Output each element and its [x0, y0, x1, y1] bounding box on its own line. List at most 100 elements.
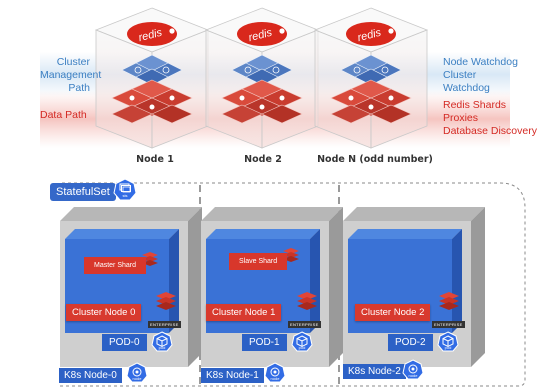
redis-stack-icon [156, 302, 176, 310]
redis-logo [237, 22, 287, 46]
watchdog-label: Watchdog [443, 82, 490, 94]
redis-stack-icon [297, 297, 317, 305]
statefulset-icon-sub: sts [122, 193, 128, 198]
cluster-node-1-label: Cluster Node 1 [206, 304, 282, 321]
redis-services-labels: Redis Shards Proxies Database Discovery [443, 99, 537, 138]
shard-dot-icon [259, 104, 265, 110]
node-box-side [471, 207, 485, 367]
pod-icon-sub-0: pod [158, 345, 166, 350]
node-box-top [60, 207, 202, 221]
k8s-node-box [60, 207, 202, 367]
shard-tile [370, 104, 412, 124]
redis-stack-icon [439, 302, 459, 310]
shard-dot-icon [129, 95, 135, 101]
k8s-node-1-label: K8s Node-1 [201, 368, 264, 383]
node-watchdog-label: Node Watchdog [443, 56, 518, 68]
node-icon-sub-1: node [270, 376, 280, 381]
slave-shard: Slave Shard [229, 253, 288, 270]
shard-dot-icon [388, 95, 394, 101]
pod-box-top [348, 229, 462, 239]
pod-box-side [452, 229, 462, 333]
shard-dot-icon [169, 95, 175, 101]
redis-logo-text: redis [356, 27, 383, 45]
shard-dot-icon [149, 104, 155, 110]
watchdog-labels: Node Watchdog Cluster Watchdog [443, 56, 518, 95]
cluster-mgmt-line-2: Management [40, 69, 102, 81]
redis-logo-dot [388, 28, 394, 34]
pod-box-side [169, 229, 179, 333]
redis-stack-icon [439, 297, 459, 305]
k8s-node-2-label: K8s Node-2 [343, 364, 406, 379]
redis-node-cube: redis [94, 7, 210, 149]
node-icon-sub-0: node [132, 376, 142, 381]
pod-box-side [310, 229, 320, 333]
pod-icon-sub-2: pod [444, 345, 452, 350]
shard-dot-icon [279, 95, 285, 101]
shard-dot-icon [368, 104, 374, 110]
redis-cluster-diagram: redis redis redis [40, 7, 510, 149]
cluster-mgmt-line-3: Path [68, 82, 90, 94]
cluster-mgmt-line-1: Cluster [56, 56, 90, 68]
gear-icon [272, 66, 280, 74]
k8s-node-icon: node [126, 362, 148, 386]
pod-icon-sub-1: pod [298, 345, 306, 350]
pod-1-label: POD-1 [242, 334, 287, 351]
statefulset-icon: sts [113, 178, 137, 202]
node-caption-2: Node 2 [244, 154, 282, 165]
shard-tile [261, 104, 303, 124]
shard-tile [221, 104, 263, 124]
redis-stack-icon [156, 292, 176, 300]
node-box-top [201, 207, 343, 221]
node-box-side [329, 207, 343, 367]
redis-logo-dot [279, 28, 285, 34]
shard-tile [151, 104, 193, 124]
redis-logo-text: redis [137, 27, 164, 45]
shard-dot-icon [348, 95, 354, 101]
cluster-node-0-label: Cluster Node 0 [66, 304, 142, 321]
k8s-diagram [60, 182, 526, 387]
redis-shards-label: Redis Shards [443, 99, 507, 111]
pod-icon: pod [291, 331, 313, 355]
k8s-node-0-label: K8s Node-0 [59, 368, 122, 383]
database-discovery-label: Database Discovery [443, 125, 537, 137]
shard-dot-icon [239, 95, 245, 101]
gear-icon [353, 66, 361, 74]
k8s-node-icon: node [264, 362, 286, 386]
redis-logo [127, 22, 177, 46]
enterprise-badge-0: ENTERPRISE [148, 321, 181, 328]
redis-logo-dot [169, 28, 175, 34]
enterprise-badge-2: ENTERPRISE [432, 321, 465, 328]
pod-icon: pod [437, 331, 459, 355]
pod-0-label: POD-0 [102, 334, 147, 351]
redis-stack-icon [156, 297, 176, 305]
master-shard: Master Shard [84, 257, 147, 274]
redis-logo [346, 22, 396, 46]
cluster-node-2-label: Cluster Node 2 [355, 304, 431, 321]
shard-tile [330, 104, 372, 124]
node-caption-1: Node 1 [136, 154, 174, 165]
shard-stack-icon [142, 252, 158, 258]
redis-stack-icon [439, 292, 459, 300]
redis-stack-icon [297, 302, 317, 310]
node-box-side [188, 207, 202, 367]
pod-box-top [65, 229, 179, 239]
redis-node-cube: redis [313, 7, 429, 149]
node-icon-sub-2: node [408, 373, 418, 378]
node-caption-n: Node N (odd number) [317, 154, 433, 165]
statefulset-label: StatefulSet [50, 183, 116, 201]
redis-stack-icon [297, 292, 317, 300]
cluster-label: Cluster [443, 69, 477, 81]
redis-logo-text: redis [247, 27, 274, 45]
node-box-top [343, 207, 485, 221]
gear-icon [381, 66, 389, 74]
enterprise-badge-1: ENTERPRISE [288, 321, 321, 328]
k8s-node-icon: node [402, 359, 424, 383]
gear-icon [162, 66, 170, 74]
proxies-label: Proxies [443, 112, 479, 124]
gear-icon [134, 66, 142, 74]
pod-icon: pod [151, 331, 173, 355]
cluster-management-path-label: Cluster Management Path [40, 56, 102, 95]
shard-tile [111, 104, 153, 124]
gear-icon [244, 66, 252, 74]
redis-node-cube: redis [204, 7, 320, 149]
